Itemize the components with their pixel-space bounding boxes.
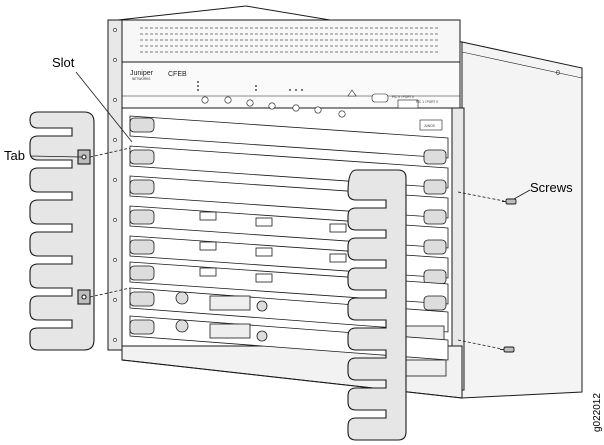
svg-text:0: 0 <box>556 70 560 77</box>
fan-tray <box>117 19 461 63</box>
tab <box>77 289 91 305</box>
right-cable-manager <box>347 169 407 441</box>
port-label-0: PIC 0 / PORT 0 <box>392 95 414 99</box>
os-badge: JUNOS <box>424 124 435 128</box>
alignment-guides-left <box>89 147 131 298</box>
figure-id: g022012 <box>592 393 603 432</box>
callout-screws: Screws <box>513 180 573 200</box>
screw <box>502 198 517 205</box>
svg-text:NETWORKS: NETWORKS <box>132 77 150 81</box>
line-card-slot <box>129 287 449 341</box>
callout-slot: Slot <box>52 55 133 143</box>
port-label-1: PIC 1 / PORT 0 <box>416 100 438 104</box>
tab-label: Tab <box>4 148 25 163</box>
craft-interface-details: Juniper NETWORKS CFEB PIC 0 / PORT 0 PIC… <box>130 70 443 131</box>
alignment-guides-right <box>457 191 505 350</box>
callout-tab: Tab <box>4 148 83 163</box>
model-label: CFEB <box>168 71 187 78</box>
screws-label: Screws <box>530 180 573 195</box>
line-card-slot <box>129 115 449 165</box>
screw <box>500 346 515 353</box>
screws <box>500 198 517 353</box>
vent-grille <box>140 27 440 53</box>
line-card-slot <box>129 261 449 311</box>
slot-label: Slot <box>52 55 75 70</box>
brand-logo: Juniper <box>130 70 154 77</box>
left-cable-manager <box>29 111 95 351</box>
